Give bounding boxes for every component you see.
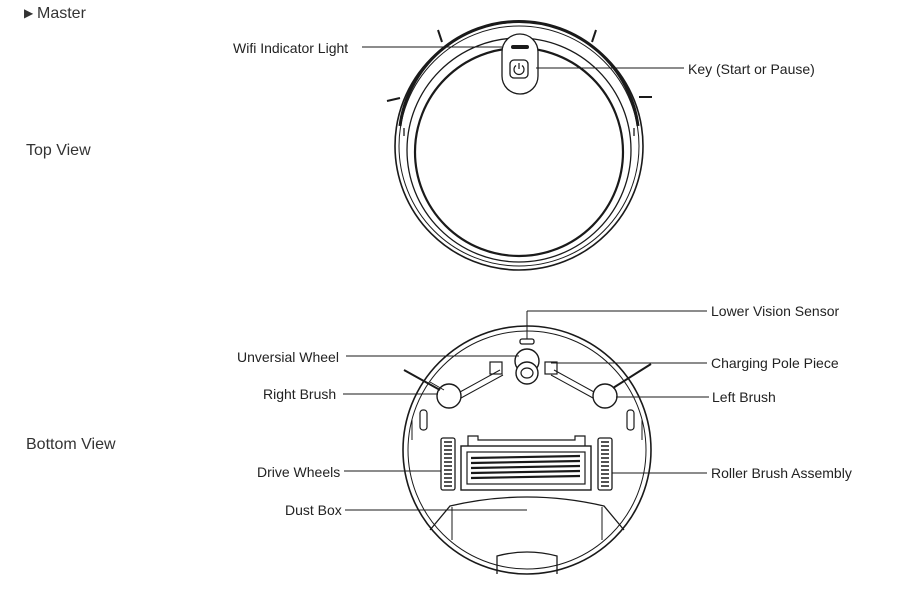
callout-wifi-indicator-light: Wifi Indicator Light — [233, 40, 349, 56]
bottom-view-label: Bottom View — [26, 436, 116, 453]
top-view-robot — [386, 19, 652, 271]
callout-lower-vision-sensor: Lower Vision Sensor — [711, 303, 840, 319]
callout-right-brush: Right Brush — [263, 386, 337, 402]
universal-wheel-icon — [514, 348, 540, 385]
callout-roller-brush-assembly: Roller Brush Assembly — [711, 465, 852, 481]
callout-dust-box: Dust Box — [285, 502, 342, 518]
callout-drive-wheels: Drive Wheels — [257, 464, 341, 480]
callout-universal-wheel: Unversial Wheel — [237, 349, 339, 365]
bottom-view-robot — [402, 325, 652, 575]
bottom-leader-lines — [343, 310, 709, 511]
section-title: Master — [37, 5, 86, 22]
right-brush-icon — [403, 369, 462, 409]
left-brush-icon — [592, 363, 652, 409]
callout-key-start-pause: Key (Start or Pause) — [688, 61, 815, 77]
drive-wheel-left-icon — [440, 437, 456, 491]
charging-pole-right — [544, 361, 558, 375]
power-key-icon — [509, 59, 529, 79]
callout-charging-pole-piece: Charging Pole Piece — [711, 355, 839, 371]
callout-left-brush: Left Brush — [712, 389, 776, 405]
section-marker-icon: ▶ — [24, 6, 34, 20]
roller-brush-icon — [460, 435, 592, 491]
wifi-indicator-icon — [511, 45, 529, 49]
top-view-label: Top View — [26, 142, 91, 159]
charging-pole-left — [489, 361, 503, 375]
lower-vision-sensor-icon — [519, 338, 535, 345]
top-brush-bristles — [386, 29, 652, 102]
drive-wheel-right-icon — [597, 437, 613, 491]
